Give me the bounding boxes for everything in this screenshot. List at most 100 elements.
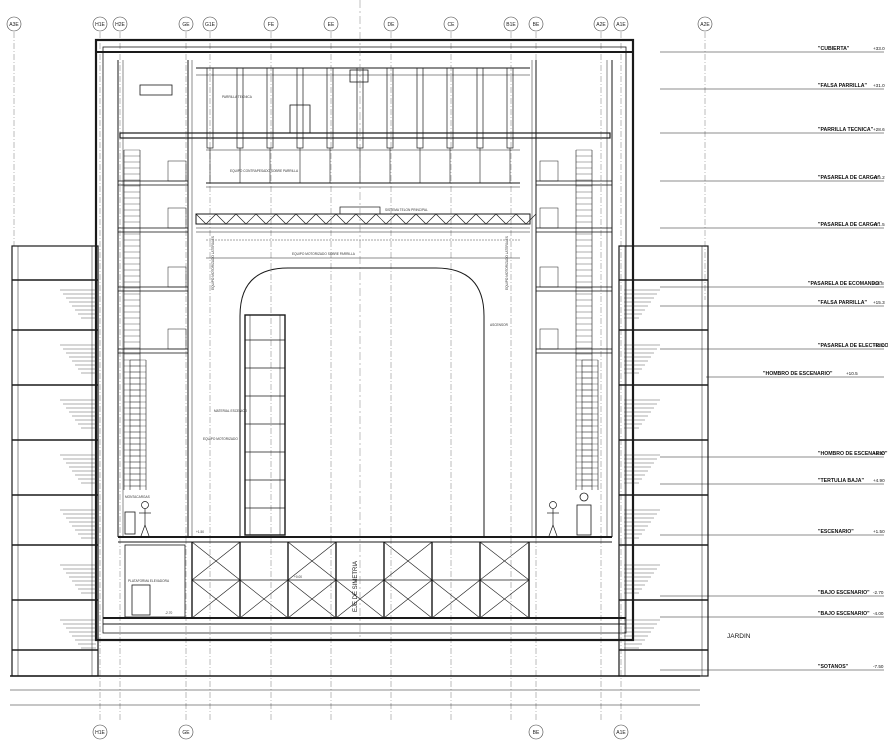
grid-bubble-label: BE <box>533 22 540 28</box>
symmetry-axis-label: EJE DE SIMETRIA <box>353 561 359 612</box>
grid-bubble <box>92 16 108 32</box>
level-elevation: +10.5 <box>846 371 858 376</box>
grid-bubble-label: H1E <box>95 730 105 736</box>
grid-bubble <box>92 724 108 740</box>
grid-bubble <box>528 16 544 32</box>
person-figure-right <box>547 501 559 537</box>
level-name: "BAJO ESCENARIO" <box>818 611 870 617</box>
level-elevation: +25.2 <box>873 175 885 180</box>
grid-bubble-label: B1E <box>506 22 516 28</box>
jardin-label: JARDIN <box>727 633 751 640</box>
left-note: EQUIPO MOTORIZADO LATERALES <box>211 236 215 290</box>
main-truss <box>195 206 537 233</box>
level-elevation: +33.0 <box>873 46 885 51</box>
grid-bubble-label: BE <box>533 730 540 736</box>
grid-bubble <box>443 16 459 32</box>
level-elevation: +4.90 <box>873 478 885 483</box>
level-name: "SOTANOS" <box>818 664 849 670</box>
level-elevation: -4.00 <box>873 611 884 616</box>
scenery-tower <box>244 314 286 536</box>
grid-bubble <box>613 724 629 740</box>
level-elevation: +12.0 <box>873 343 885 348</box>
grid-bubble-label: A1E <box>616 22 626 28</box>
ladders <box>123 149 599 490</box>
under-stage-braces <box>191 541 530 619</box>
tower-note: MATERIAL ESCENICO <box>214 409 248 413</box>
arch-note: EQUIPO MOTORIZADO SOBRE PARRILLA <box>292 252 356 256</box>
top-note: PARRILLA TECNICA <box>222 95 253 99</box>
grid-bubble <box>202 16 218 32</box>
right-wing <box>618 245 709 677</box>
galleries <box>117 160 613 354</box>
level-elevation: -7.50 <box>873 664 884 669</box>
grid-bubble-label: GE <box>182 22 190 28</box>
grid-bubble <box>6 16 22 32</box>
tower-note-2: EQUIPO MOTORIZADO <box>203 437 238 441</box>
level-name: "PASARELA DE CARGA" <box>818 175 881 181</box>
level-name: "HOMBRO DE ESCENARIO" <box>818 451 888 457</box>
equipment-left <box>124 511 136 535</box>
level-elevation: +15.3 <box>873 300 885 305</box>
level-name: "PASARELA DE CARGA" <box>818 222 881 228</box>
level-elevation: +31.0 <box>873 83 885 88</box>
level-elevation: +6.80 <box>873 451 885 456</box>
level-name: "PASARELA DE ECOMANDO" <box>808 281 882 287</box>
grid-bubble-label: DE <box>388 22 396 28</box>
grid-bubble-label: H1E <box>95 22 105 28</box>
level-name: "ESCENARIO" <box>818 529 854 535</box>
grid-bubble <box>178 724 194 740</box>
grid-bubble-label: G1E <box>205 22 216 28</box>
grid-bubble-label: GE <box>182 730 190 736</box>
grid-bubble <box>178 16 194 32</box>
truss-note: SISTEMA TELON PRINCIPAL <box>385 208 428 212</box>
level-elevation: +21.5 <box>873 222 885 227</box>
grid-bubble-label: FE <box>268 22 275 28</box>
level-name: "BAJO ESCENARIO" <box>818 590 870 596</box>
grid-bubble <box>528 724 544 740</box>
grid-bubble <box>263 16 279 32</box>
grid-bubble <box>593 16 609 32</box>
small-note-1: MONTACARGAS <box>125 495 150 499</box>
proscenium-arch <box>206 257 520 537</box>
dim-3: +0.00 <box>294 575 302 579</box>
level-name: "HOMBRO DE ESCENARIO" <box>763 371 833 377</box>
upper-machine <box>139 69 369 134</box>
left-wing <box>11 245 99 677</box>
level-markers: "CUBIERTA" +33.0 "FALSA PARRILLA" +31.0 "PAR… <box>660 46 888 671</box>
right-note: EQUIPO MOTORIZADO LATERALES <box>505 236 509 290</box>
left-elevator-shaft <box>124 544 186 618</box>
grid-bubble-label: A2E <box>596 22 606 28</box>
wing-floors <box>12 279 708 651</box>
grid-bubble <box>503 16 519 32</box>
level-name: "FALSA PARRILLA" <box>818 300 868 306</box>
fly-hangers <box>196 67 530 183</box>
person-figure-left <box>139 501 151 537</box>
level-name: "CUBIERTA" <box>818 46 850 52</box>
grid-bubbles-top: A3E H1E H2E GE G1E FE EE DE CE B1E BE A2E A1E A2E <box>6 16 713 32</box>
grid-bubble <box>323 16 339 32</box>
level-elevation: +28.6 <box>873 127 885 132</box>
level-elevation: +1.50 <box>873 529 885 534</box>
grid-bubble-label: CE <box>448 22 456 28</box>
equip-note-1: EQUIPO CONTRAPESADO SOBRE PARRILLA <box>230 169 299 173</box>
level-name: "FALSA PARRILLA" <box>818 83 868 89</box>
grid-bubble-label: A3E <box>9 22 19 28</box>
small-note-2: ASCENSOR <box>490 323 509 327</box>
grid-bubble <box>383 16 399 32</box>
level-name: "PARRILLA TECNICA" <box>818 127 874 133</box>
grid-bubble-label: H2E <box>115 22 125 28</box>
grid-bubble-label: A2E <box>700 22 710 28</box>
grid-bubble <box>112 16 128 32</box>
grid-bubble <box>613 16 629 32</box>
dim-1: +1.50 <box>196 530 204 534</box>
grid-bubble-label: EE <box>328 22 335 28</box>
upper-rig <box>206 149 520 241</box>
level-name: "PASARELA DE ELECTRICO" <box>818 343 888 349</box>
level-elevation: +16.8 <box>872 281 884 286</box>
equipment-right <box>576 492 592 536</box>
grid-bubble <box>697 16 713 32</box>
level-elevation: -2.70 <box>873 590 884 595</box>
level-name: "TERTULIA BAJA" <box>818 478 864 484</box>
